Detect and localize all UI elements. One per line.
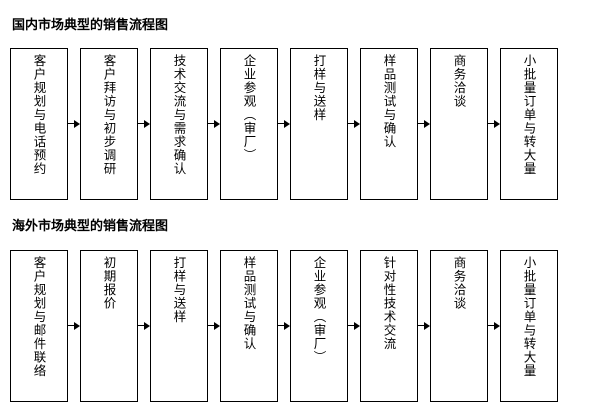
flow-node-label: 企业参观（审厂） — [241, 54, 257, 162]
flow-node-label: 样品测试与确认 — [381, 54, 397, 149]
flow-node[interactable]: 商务洽谈 — [430, 250, 488, 402]
flow-node-label: 客户规划与邮件联络 — [31, 256, 47, 378]
arrow-right-icon — [278, 117, 290, 131]
flow-node-label: 小批量订单与转大量 — [521, 256, 537, 378]
flow-node[interactable]: 样品测试与确认 — [360, 48, 418, 200]
flow-node[interactable]: 客户拜访与初步调研 — [80, 48, 138, 200]
flow-node[interactable]: 样品测试与确认 — [220, 250, 278, 402]
arrow-right-icon — [348, 117, 360, 131]
flow-node[interactable]: 小批量订单与转大量 — [500, 250, 558, 402]
flow-node-label: 打样与送样 — [171, 256, 187, 324]
arrow-right-icon — [348, 319, 360, 333]
flow-row-overseas: 客户规划与邮件联络 初期报价 打样与送样 样品测试与确认 企业参观（审厂） 针对… — [10, 250, 558, 402]
arrow-right-icon — [418, 319, 430, 333]
flow-node-label: 商务洽谈 — [451, 54, 467, 108]
flow-node[interactable]: 打样与送样 — [150, 250, 208, 402]
arrow-right-icon — [138, 319, 150, 333]
arrow-right-icon — [138, 117, 150, 131]
arrow-right-icon — [488, 319, 500, 333]
page-title-domestic: 国内市场典型的销售流程图 — [12, 18, 169, 33]
arrow-right-icon — [278, 319, 290, 333]
flow-node-label: 企业参观（审厂） — [311, 256, 327, 364]
arrow-right-icon — [418, 117, 430, 131]
page-title-overseas: 海外市场典型的销售流程图 — [12, 219, 169, 234]
flow-node-label: 针对性技术交流 — [381, 256, 397, 351]
flow-node[interactable]: 客户规划与邮件联络 — [10, 250, 68, 402]
flow-node[interactable]: 技术交流与需求确认 — [150, 48, 208, 200]
flow-node-label: 初期报价 — [101, 256, 117, 310]
flow-node-label: 技术交流与需求确认 — [171, 54, 187, 176]
flow-node[interactable]: 商务洽谈 — [430, 48, 488, 200]
arrow-right-icon — [68, 117, 80, 131]
arrow-right-icon — [68, 319, 80, 333]
arrow-right-icon — [208, 117, 220, 131]
flow-node[interactable]: 企业参观（审厂） — [220, 48, 278, 200]
flow-node[interactable]: 客户规划与电话预约 — [10, 48, 68, 200]
flow-node[interactable]: 初期报价 — [80, 250, 138, 402]
flow-row-domestic: 客户规划与电话预约 客户拜访与初步调研 技术交流与需求确认 企业参观（审厂） 打… — [10, 48, 558, 200]
arrow-right-icon — [208, 319, 220, 333]
flow-node-label: 打样与送样 — [311, 54, 327, 122]
arrow-right-icon — [488, 117, 500, 131]
flow-node-label: 小批量订单与转大量 — [521, 54, 537, 176]
flow-node-label: 商务洽谈 — [451, 256, 467, 310]
flow-node-label: 客户规划与电话预约 — [31, 54, 47, 176]
flow-node[interactable]: 小批量订单与转大量 — [500, 48, 558, 200]
flow-node-label: 客户拜访与初步调研 — [101, 54, 117, 176]
flow-node[interactable]: 企业参观（审厂） — [290, 250, 348, 402]
flow-node-label: 样品测试与确认 — [241, 256, 257, 351]
flow-node[interactable]: 打样与送样 — [290, 48, 348, 200]
flow-node[interactable]: 针对性技术交流 — [360, 250, 418, 402]
